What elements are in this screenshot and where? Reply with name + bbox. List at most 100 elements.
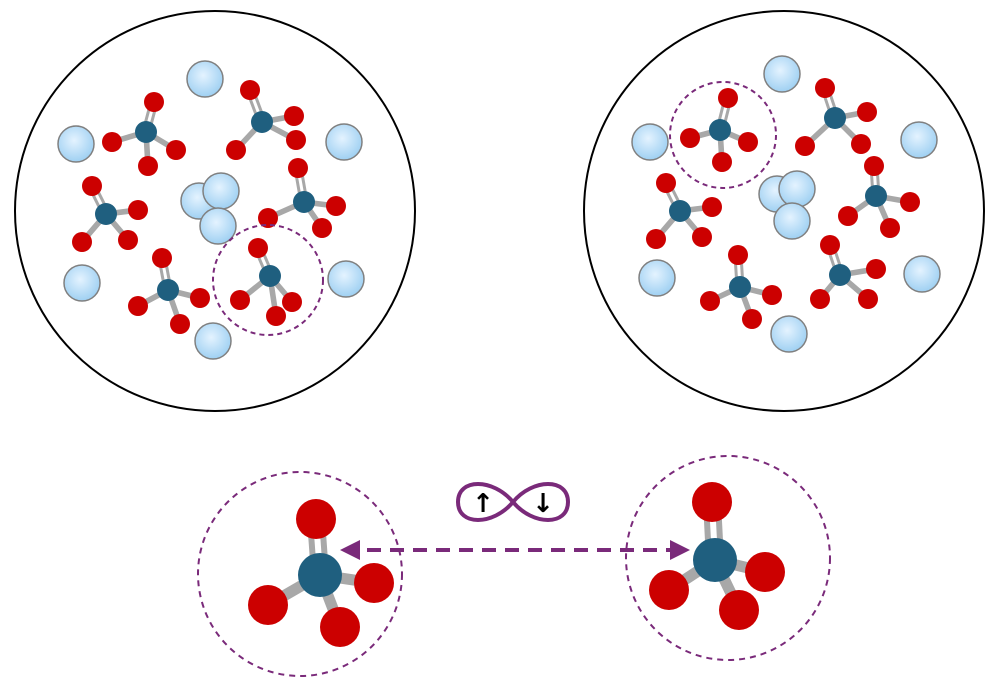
- counter-ion: [763, 55, 801, 93]
- counter-ion: [57, 125, 95, 163]
- oxygen-atom: [326, 196, 346, 216]
- oxygen-atom: [266, 306, 286, 326]
- tetrahedral-molecule: [248, 499, 394, 647]
- infinity-loop-path: [455, 482, 571, 522]
- oxygen-atom: [851, 134, 871, 154]
- oxygen-atom: [795, 136, 815, 156]
- oxygen-atom: [712, 152, 732, 172]
- oxygen-atom: [248, 585, 288, 625]
- oxygen-atom: [810, 289, 830, 309]
- spin-down-arrow: ↓: [532, 489, 554, 519]
- oxygen-atom: [738, 132, 758, 152]
- central-atom: [865, 185, 887, 207]
- oxygen-atom: [190, 288, 210, 308]
- oxygen-atom: [248, 238, 268, 258]
- central-atom: [824, 107, 846, 129]
- tetrahedral-molecule: [230, 238, 302, 326]
- oxygen-atom: [170, 314, 190, 334]
- oxygen-atom: [152, 248, 172, 268]
- counter-ion: [773, 202, 811, 240]
- counter-ion: [202, 172, 240, 210]
- oxygen-atom: [857, 102, 877, 122]
- counter-ion: [194, 322, 232, 360]
- oxygen-atom: [820, 235, 840, 255]
- oxygen-atom: [880, 218, 900, 238]
- left-sample-contents: [57, 60, 365, 360]
- oxygen-atom: [700, 291, 720, 311]
- highlight-ring: [669, 81, 777, 189]
- tetrahedral-molecule: [838, 156, 920, 238]
- infinity-loop-icon: ↑ ↓: [455, 482, 571, 522]
- oxygen-atom: [144, 92, 164, 112]
- oxygen-atom: [838, 206, 858, 226]
- counter-ion: [770, 315, 808, 353]
- oxygen-atom: [296, 499, 336, 539]
- tetrahedral-molecule: [810, 235, 886, 309]
- highlight-ring: [212, 224, 324, 336]
- oxygen-atom: [745, 552, 785, 592]
- oxygen-atom: [354, 563, 394, 603]
- oxygen-atom: [702, 197, 722, 217]
- central-atom: [251, 111, 273, 133]
- central-atom: [135, 121, 157, 143]
- central-atom: [157, 279, 179, 301]
- counter-ion: [199, 207, 237, 245]
- central-atom: [259, 265, 281, 287]
- tetrahedral-molecule: [646, 173, 722, 249]
- tetrahedral-molecule: [102, 92, 186, 176]
- tetrahedral-molecule: [700, 245, 782, 329]
- oxygen-atom: [656, 173, 676, 193]
- right-sample-contents: [631, 55, 941, 353]
- oxygen-atom: [866, 259, 886, 279]
- oxygen-atom: [166, 140, 186, 160]
- counter-ion: [778, 170, 816, 208]
- central-atom: [298, 553, 342, 597]
- oxygen-atom: [226, 140, 246, 160]
- spin-up-arrow: ↑: [472, 489, 494, 519]
- counter-ion: [900, 121, 938, 159]
- zoomed-pair: [197, 455, 831, 677]
- oxygen-atom: [762, 285, 782, 305]
- oxygen-atom: [692, 227, 712, 247]
- oxygen-atom: [230, 290, 250, 310]
- zoom-ring-left: [197, 471, 403, 677]
- oxygen-atom: [718, 88, 738, 108]
- right-sample-panel: [583, 10, 985, 412]
- left-sample-panel: [14, 10, 416, 412]
- oxygen-atom: [649, 570, 689, 610]
- oxygen-atom: [900, 192, 920, 212]
- oxygen-atom: [815, 78, 835, 98]
- counter-ion: [903, 255, 941, 293]
- central-atom: [709, 119, 731, 141]
- counter-ion: [325, 123, 363, 161]
- oxygen-atom: [284, 106, 304, 126]
- tetrahedral-molecule: [72, 176, 148, 252]
- oxygen-atom: [72, 232, 92, 252]
- oxygen-atom: [680, 128, 700, 148]
- oxygen-atom: [118, 230, 138, 250]
- central-atom: [669, 200, 691, 222]
- oxygen-atom: [282, 292, 302, 312]
- tetrahedral-molecule: [226, 80, 306, 160]
- tetrahedral-molecule: [680, 88, 758, 172]
- oxygen-atom: [128, 200, 148, 220]
- zoomed-molecules: [248, 482, 785, 647]
- counter-ion: [327, 260, 365, 298]
- central-atom: [293, 191, 315, 213]
- counter-ion: [631, 123, 669, 161]
- oxygen-atom: [312, 218, 332, 238]
- central-atom: [95, 203, 117, 225]
- oxygen-atom: [128, 296, 148, 316]
- oxygen-atom: [240, 80, 260, 100]
- oxygen-atom: [864, 156, 884, 176]
- oxygen-atom: [719, 590, 759, 630]
- tetrahedral-molecule: [258, 158, 346, 238]
- oxygen-atom: [258, 208, 278, 228]
- oxygen-atom: [320, 607, 360, 647]
- oxygen-atom: [858, 289, 878, 309]
- oxygen-atom: [286, 130, 306, 150]
- tetrahedral-molecule: [128, 248, 210, 334]
- tetrahedral-molecule: [795, 78, 877, 156]
- central-atom: [829, 264, 851, 286]
